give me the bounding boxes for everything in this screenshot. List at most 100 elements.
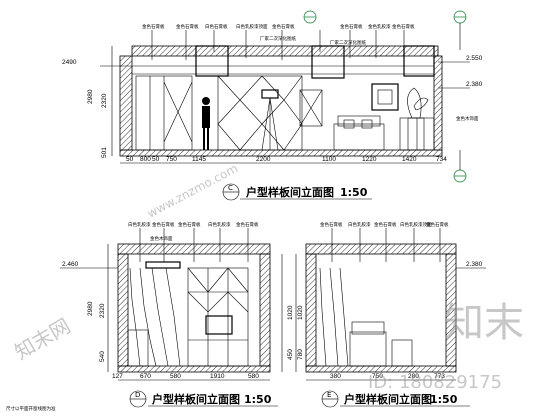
note-label: 白色乳胶漆 <box>208 221 231 228</box>
elevation-marker: E <box>327 391 331 399</box>
elevation-e: 金色石膏板 白色乳胶漆 金色石膏板 白色乳胶漆顶面 金色石膏板 1020 780… <box>295 221 486 408</box>
note-label: 白色乳胶漆顶面 <box>236 23 268 30</box>
dim-label: 1100 <box>322 156 336 163</box>
right-wall-c <box>433 55 443 151</box>
elevation-c: 金色石膏板 金色石膏板 白色石膏板 白色乳胶漆顶面 金色石膏板 金色石膏板 厂家… <box>62 10 483 201</box>
soffit-box-2 <box>311 45 345 79</box>
curtain-box <box>145 261 181 269</box>
bottom-dims-e: 380 750 280 773 <box>306 373 456 381</box>
elevation-title: 户型样板间立面图 <box>246 185 334 199</box>
watermark-site-short: 知末网 <box>11 314 75 365</box>
ceiling-slab-c <box>131 45 439 57</box>
notes-e: 金色石膏板 白色乳胶漆 金色石膏板 白色乳胶漆顶面 金色石膏板 <box>320 221 449 262</box>
dim-label: 540 <box>99 351 106 362</box>
dim-label: 670 <box>140 373 151 380</box>
elevation-d: 白色乳胶漆 金色石膏板 金色石膏板 白色乳胶漆 金色石膏板 金色木饰面 2.46… <box>6 221 294 412</box>
note-label: 金色石膏板 <box>340 23 363 30</box>
potted-plant <box>407 87 429 151</box>
dim-label: 2200 <box>256 156 271 163</box>
dim-label: 50 <box>152 156 160 163</box>
left-wall-d <box>117 253 129 367</box>
elevation-scale: 1:50 <box>244 393 272 406</box>
bottom-dims-c: 800 750 1145 2200 1100 1220 1420 734 50 … <box>120 156 447 164</box>
dim-label: 1020 <box>297 305 304 320</box>
level-mark: 2490 <box>62 59 77 66</box>
dim-label: 2980 <box>87 301 94 316</box>
section-callouts-c: 2.550 2.380 <box>303 10 483 183</box>
elevation-title: 户型样板间立面图 <box>152 392 240 406</box>
elevation-title: 户型样板间立面图 <box>344 392 432 406</box>
dim-label: 1020 <box>287 305 294 320</box>
note-label: 厂家二次深化图纸 <box>260 35 296 42</box>
left-wall-e <box>305 253 317 367</box>
left-wall-c <box>119 55 133 151</box>
elevation-scale: 1:50 <box>340 186 368 199</box>
title-e: E 户型样板间立面图 1:50 <box>321 390 470 408</box>
dim-label: 750 <box>166 156 177 163</box>
footnote: 尺寸以平面开窗线图为准 <box>6 405 56 412</box>
picture-frame <box>371 83 399 111</box>
dim-label: 580 <box>170 373 181 380</box>
note-label: 白色石膏板 <box>205 23 228 30</box>
elevation-scale: 1:50 <box>430 393 458 406</box>
dim-label: 580 <box>248 373 259 380</box>
note-label: 金色石膏板 <box>142 23 165 30</box>
dim-label: 280 <box>408 373 419 380</box>
level-mark: 2.460 <box>62 261 79 268</box>
dim-label: 450 <box>287 349 294 360</box>
dim-label: 2320 <box>101 93 108 108</box>
right-wall-e <box>445 253 457 367</box>
title-c: C 户型样板间立面图 1:50 <box>222 183 372 201</box>
watermark-id: ID: 180829175 <box>368 372 502 393</box>
elevation-marker: C <box>228 184 233 192</box>
note-label: 白色乳胶漆顶面 <box>400 221 432 228</box>
floor-lamp <box>261 89 279 151</box>
dim-label: 800 <box>140 156 151 163</box>
note-label: 厂家二次深化图纸 <box>330 39 366 46</box>
right-wall-d <box>259 253 271 367</box>
note-label: 金色石膏板 <box>178 221 201 228</box>
notes-d: 白色乳胶漆 金色石膏板 金色石膏板 白色乳胶漆 金色石膏板 金色木饰面 <box>128 221 259 262</box>
dim-label: 1145 <box>192 156 206 163</box>
note-label: 金色石膏板 <box>152 221 175 228</box>
dim-label: 1910 <box>210 373 225 380</box>
wall-panel-left <box>299 89 323 127</box>
curtain <box>129 267 181 367</box>
side-table <box>127 329 149 367</box>
side-table-e <box>391 339 413 367</box>
dim-label: 773 <box>434 373 445 380</box>
left-dims-c: 2490 2980 2320 501 <box>62 46 132 158</box>
note-label: 金色石膏板 <box>176 23 199 30</box>
note-label: 金色石膏板 <box>272 23 295 30</box>
dim-label: 780 <box>297 349 304 360</box>
sofa <box>333 115 385 151</box>
note-label: 金色木饰面 <box>456 115 479 122</box>
dim-label: 50 <box>126 156 134 163</box>
dim-label: 1420 <box>402 156 417 163</box>
watermark-site: www.znzmo.com <box>145 161 240 221</box>
note-label: 金色石膏板 <box>236 221 259 228</box>
dim-label: 734 <box>436 156 447 163</box>
soffit-box-3 <box>403 45 435 77</box>
floor-slab-d <box>117 365 271 373</box>
note-label: 金色石膏板 <box>392 23 415 30</box>
watermark-brand: 知末 <box>444 300 524 346</box>
diamond-wall-panel <box>217 75 303 151</box>
curtain-e <box>319 267 349 367</box>
notes-c: 金色石膏板 金色石膏板 白色石膏板 白色乳胶漆顶面 金色石膏板 金色石膏板 厂家… <box>142 23 479 122</box>
tv-screen <box>205 315 233 335</box>
elevation-marker: D <box>135 391 140 399</box>
note-label: 金色石膏板 <box>374 221 397 228</box>
left-dims-d: 2.460 2980 2320 540 <box>60 244 118 372</box>
note-label: 白色乳胶漆 <box>348 221 371 228</box>
dim-label: 1220 <box>362 156 377 163</box>
right-dims-d: 1020 450 <box>281 254 294 372</box>
bottom-dims-d: 127 670 580 1910 580 <box>112 373 270 381</box>
dim-label: 501 <box>101 147 108 158</box>
dim-label: 2320 <box>99 303 106 318</box>
wardrobe-panel <box>187 267 249 367</box>
note-label: 金色石膏板 <box>320 221 343 228</box>
dim-label: 750 <box>372 373 383 380</box>
dim-label: 2980 <box>87 89 94 104</box>
